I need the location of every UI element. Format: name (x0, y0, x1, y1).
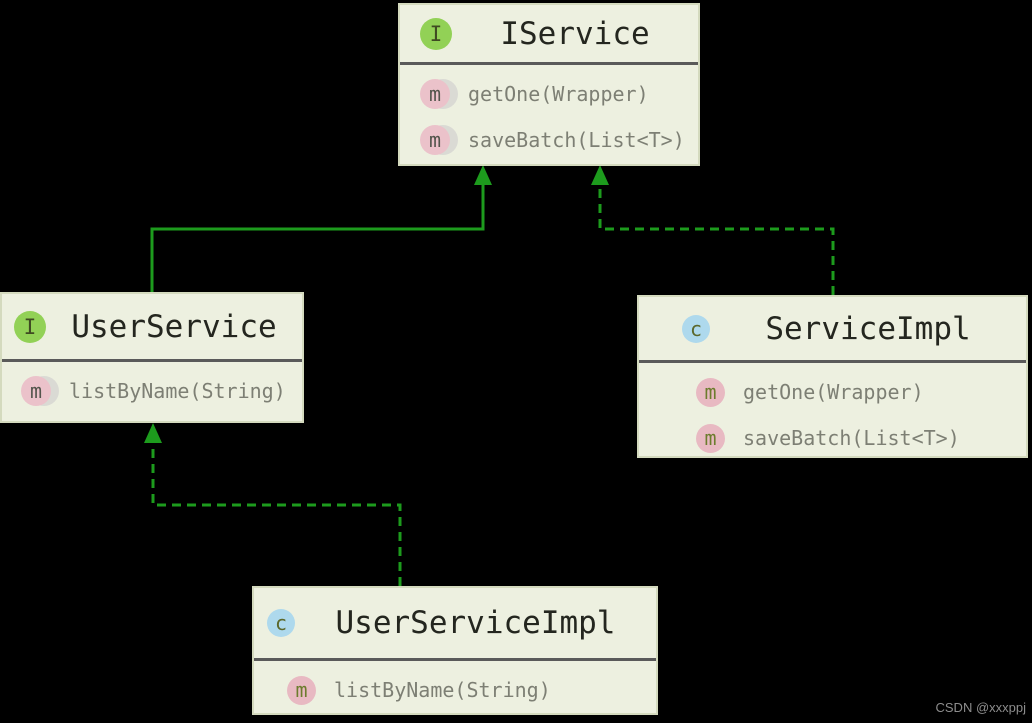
class-header: I UserService (2, 294, 302, 359)
class-icon: c (267, 609, 295, 637)
class-title: IService (500, 15, 650, 52)
method-row[interactable]: m getOne(Wrapper) (420, 71, 698, 117)
edge-userservice-extends-iservice[interactable] (150, 184, 485, 292)
class-box-userserviceimpl[interactable]: c UserServiceImpl m listByName(String) (252, 586, 658, 715)
method-icon: m (696, 423, 725, 453)
method-icon: m (287, 675, 316, 705)
arrowhead-implements-userservice (144, 423, 162, 443)
class-box-iservice[interactable]: I IService m getOne(Wrapper) m saveBatch… (398, 3, 700, 166)
header-separator (400, 62, 698, 65)
method-icon-letter: m (420, 125, 450, 155)
class-header: I IService (400, 5, 698, 62)
class-title: UserService (71, 308, 277, 345)
header-separator (254, 658, 656, 661)
method-row[interactable]: m listByName(String) (21, 368, 302, 414)
class-header: c UserServiceImpl (254, 588, 656, 658)
class-box-userservice[interactable]: I UserService m listByName(String) (0, 292, 304, 423)
header-separator (2, 359, 302, 362)
class-body: m listByName(String) (254, 661, 656, 713)
method-label: getOne(Wrapper) (468, 82, 649, 106)
method-row[interactable]: m saveBatch(List<T>) (420, 117, 698, 163)
watermark: CSDN @xxxppj (935, 700, 1027, 715)
arrowhead-extends-iservice (474, 165, 492, 185)
edge-userserviceimpl-implements-userservice[interactable] (151, 442, 402, 586)
interface-icon: I (420, 17, 452, 50)
abstract-method-icon: m (420, 125, 458, 155)
method-label: listByName(String) (334, 678, 551, 702)
method-row[interactable]: m listByName(String) (287, 667, 656, 713)
class-title: ServiceImpl (765, 310, 971, 347)
method-icon-letter: m (21, 376, 51, 406)
arrowhead-implements-iservice (591, 165, 609, 185)
method-row[interactable]: m saveBatch(List<T>) (696, 415, 1026, 461)
header-separator (639, 360, 1026, 363)
interface-icon: I (14, 310, 46, 343)
class-body: m getOne(Wrapper) m saveBatch(List<T>) (400, 65, 698, 163)
method-row[interactable]: m getOne(Wrapper) (696, 369, 1026, 415)
class-box-serviceimpl[interactable]: c ServiceImpl m getOne(Wrapper) m saveBa… (637, 295, 1028, 458)
method-label: listByName(String) (69, 379, 286, 403)
method-label: getOne(Wrapper) (743, 380, 924, 404)
method-label: saveBatch(List<T>) (468, 128, 685, 152)
method-label: saveBatch(List<T>) (743, 426, 960, 450)
class-header: c ServiceImpl (639, 297, 1026, 360)
class-icon: c (682, 314, 710, 343)
abstract-method-icon: m (420, 79, 458, 109)
method-icon-letter: m (420, 79, 450, 109)
class-body: m listByName(String) (2, 362, 302, 414)
class-title: UserServiceImpl (335, 605, 616, 641)
method-icon: m (696, 377, 725, 407)
edge-serviceimpl-implements-iservice[interactable] (598, 184, 835, 295)
abstract-method-icon: m (21, 376, 59, 406)
class-body: m getOne(Wrapper) m saveBatch(List<T>) (639, 363, 1026, 461)
